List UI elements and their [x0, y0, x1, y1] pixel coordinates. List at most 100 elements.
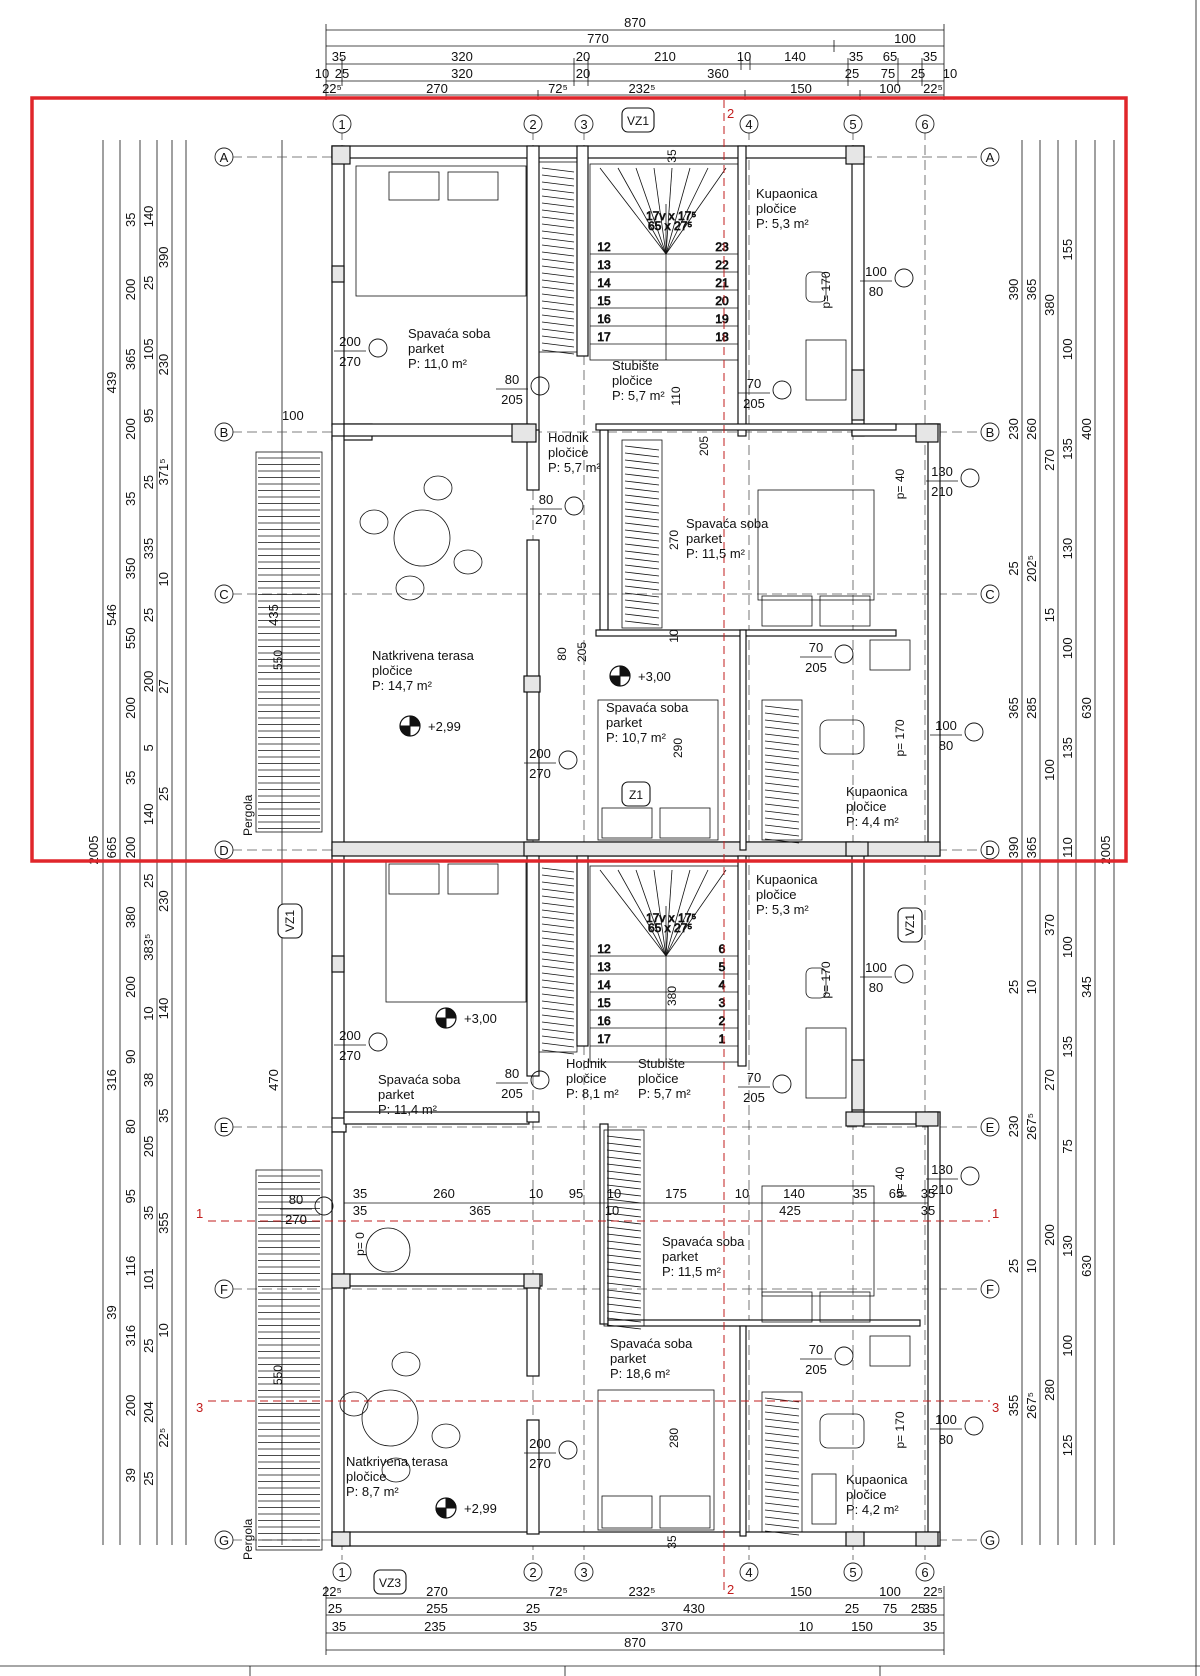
stair-outline	[589, 163, 739, 361]
right-c4-4: 100	[1060, 637, 1075, 659]
stair-winder	[599, 869, 667, 957]
opening-marker	[960, 468, 980, 488]
dim-bot-r1-2: 72⁵	[548, 1584, 568, 1599]
stair-step-number: 23	[715, 240, 729, 254]
wardrobe-hatch	[764, 782, 800, 788]
right-c4-3: 130	[1060, 538, 1075, 560]
left-c4-0: 140	[141, 206, 156, 228]
wardrobe-hatch	[764, 775, 800, 781]
left-c1-0: 2005	[86, 836, 101, 865]
opening-marker	[564, 496, 584, 516]
dim-top-r4-6: 22⁵	[923, 81, 943, 96]
wardrobe-hatch	[624, 620, 660, 626]
level-marker-glyph	[435, 1497, 457, 1519]
opening-o17-width: 100	[935, 1412, 957, 1427]
stair-step-number: 15	[597, 294, 611, 308]
right-c1-4: 390	[1006, 837, 1021, 859]
left-c4-13: 38	[141, 1073, 156, 1087]
axis-label-col-2: 2	[529, 117, 536, 132]
stair-dim-35: 35	[665, 149, 679, 163]
opening-o9-height: 270	[529, 766, 551, 781]
axis-label-col-4: 4	[745, 1565, 752, 1580]
dim-bot-r3-6: 35	[923, 1619, 937, 1634]
wardrobe-hatch	[624, 494, 660, 500]
wardrobe-hatch	[624, 459, 660, 465]
wardrobe-hatch	[764, 1460, 800, 1466]
level-value-l4: +2,99	[464, 1501, 497, 1516]
wardrobe-hatch	[764, 726, 800, 732]
tag-vz1-right	[897, 907, 923, 943]
axis-label-row-C: C	[219, 587, 228, 602]
wardrobe-hatch	[541, 300, 575, 306]
wardrobe-hatch	[541, 958, 575, 964]
dim-bot-r2-3: 430	[683, 1601, 705, 1616]
wardrobe-hatch	[764, 1432, 800, 1438]
tag-vz3	[373, 1569, 407, 1595]
opening-o15-height: 270	[285, 1212, 307, 1227]
room-hod_b-line0: Hodnik	[566, 1056, 607, 1071]
axis-label-row-B: B	[220, 425, 229, 440]
axis-label-row-A: A	[986, 150, 995, 165]
opening-marker	[368, 1032, 388, 1052]
stair-winder	[665, 167, 709, 255]
section-lines: 1 1 3 3 2 2	[196, 100, 999, 1597]
left-c3-10: 380	[123, 906, 138, 928]
axis-bubble-col	[843, 1562, 863, 1582]
room-spa_d-line1: parket	[378, 1087, 415, 1102]
dim-bot-r2-4: 25	[845, 1601, 859, 1616]
dim-bot-r1-1: 270	[426, 1584, 448, 1599]
opening-marker	[530, 1070, 550, 1090]
wardrobe-hatch	[624, 557, 660, 563]
tag-z1	[621, 781, 651, 807]
dim-bot-r2-1: 255	[426, 1601, 448, 1616]
wardrobe-hatch	[606, 1156, 642, 1162]
right-c4-11: 100	[1060, 1335, 1075, 1357]
wardrobe-hatch	[606, 1198, 642, 1204]
dim-top-r2-6: 35	[849, 49, 863, 64]
opening-o3-height: 205	[501, 392, 523, 407]
section-3-left: 3	[196, 1400, 203, 1415]
bath-parapet-4: p= 170	[893, 1411, 907, 1448]
right-c3-1: 270	[1042, 449, 1057, 471]
stair-winder	[665, 869, 691, 957]
wardrobe-hatch	[624, 508, 660, 514]
left-c5-7: 140	[156, 998, 171, 1020]
opening-o17-height: 80	[939, 1432, 953, 1447]
wardrobe-hatch	[541, 195, 575, 201]
dim-top-r2-0: 35	[332, 49, 346, 64]
stair-winder	[617, 869, 667, 957]
room-stu_b-line0: Stubište	[638, 1056, 685, 1071]
wardrobe-hatch	[764, 1425, 800, 1431]
dim-top-r2-1: 320	[451, 49, 473, 64]
wardrobe-hatch	[541, 335, 575, 341]
wardrobe-hatch	[764, 1509, 800, 1515]
wardrobe-hatch	[764, 733, 800, 739]
left-c5-10: 10	[156, 1323, 171, 1337]
wardrobe-hatch	[764, 831, 800, 837]
room-spa_e-line1: parket	[662, 1249, 699, 1264]
pergola-top: Pergola 550	[241, 451, 323, 836]
left-c5-9: 355	[156, 1212, 171, 1234]
section-row2-dim-0: 35	[353, 1203, 367, 1218]
left-c3-15: 116	[123, 1256, 138, 1277]
wardrobe-hatch	[541, 188, 575, 194]
opening-marker	[894, 964, 914, 984]
wardrobe-hatch	[606, 1177, 642, 1183]
wardrobe-hatch	[606, 1240, 642, 1246]
dim-bot-r2-7: 35	[923, 1601, 937, 1616]
stair-winder	[665, 869, 727, 957]
wardrobe-hatch	[541, 972, 575, 978]
left-c3-6: 550	[123, 627, 138, 649]
stair-step-number: 1	[719, 1032, 726, 1046]
wardrobe-hatch	[606, 1289, 642, 1295]
tag-vz1-right-label: VZ1	[903, 914, 917, 936]
wardrobe-hatch	[624, 515, 660, 521]
left-c4-3: 95	[141, 408, 156, 422]
right-dimension-lines	[1021, 140, 1115, 1545]
room-spa_d-line2: P: 11,4 m²	[378, 1102, 438, 1117]
wardrobe-hatch	[541, 230, 575, 236]
dim-top-r3-8: 10	[943, 66, 957, 81]
left-c5-0: 390	[156, 246, 171, 268]
